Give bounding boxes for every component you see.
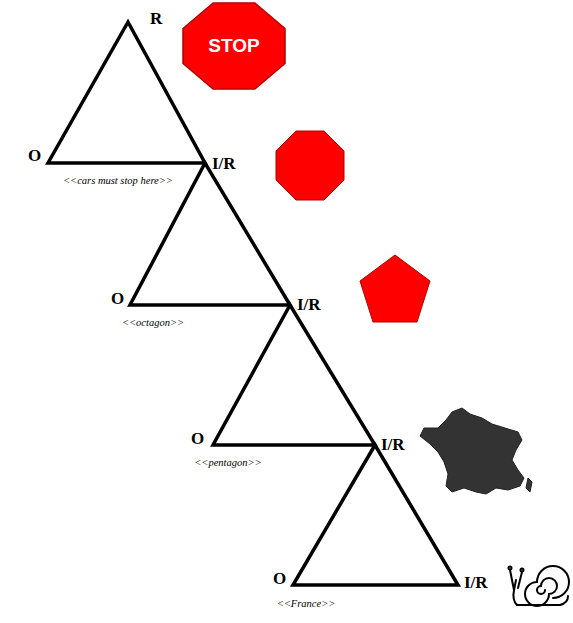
sign-triangle bbox=[48, 22, 205, 163]
object-letter: O bbox=[273, 570, 286, 587]
referent-letter: R bbox=[150, 10, 162, 27]
object-caption: <<pentagon>> bbox=[194, 458, 261, 469]
object-letter: O bbox=[191, 430, 204, 447]
sign-triangle bbox=[293, 445, 458, 585]
object-letter: O bbox=[28, 147, 41, 164]
interpretant-letter: I/R bbox=[212, 155, 236, 172]
snail bbox=[509, 566, 570, 606]
object-caption: <<octagon>> bbox=[122, 318, 184, 329]
stop-sign: STOP bbox=[182, 2, 286, 90]
sign-text: STOP bbox=[182, 2, 286, 90]
interpretant-letter: I/R bbox=[464, 574, 488, 591]
red-pentagon bbox=[360, 255, 430, 322]
sign-triangle bbox=[213, 305, 375, 445]
interpretant-letter: I/R bbox=[381, 436, 405, 453]
red-octagon bbox=[276, 131, 344, 200]
interpretant-letter: I/R bbox=[297, 296, 321, 313]
object-caption: <<cars must stop here>> bbox=[63, 176, 173, 187]
france-map bbox=[420, 408, 532, 494]
object-letter: O bbox=[111, 290, 124, 307]
object-caption: <<France>> bbox=[277, 599, 336, 610]
